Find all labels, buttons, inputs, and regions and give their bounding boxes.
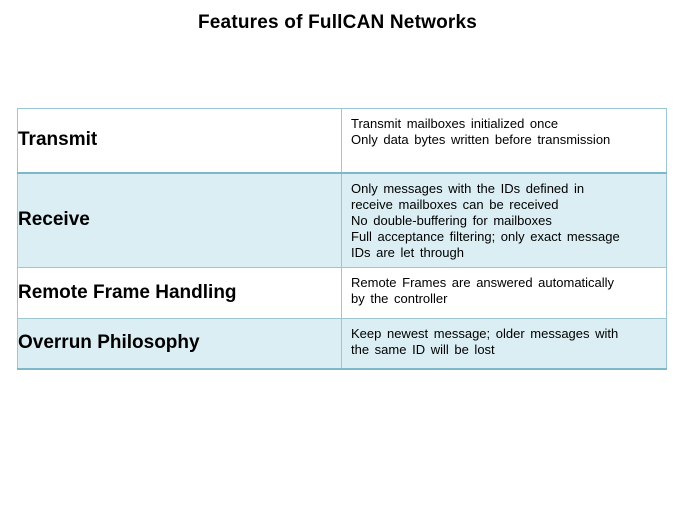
feature-description-transmit: Transmit mailboxes initialized once Only… — [341, 108, 667, 173]
table-row-remote-frame-handling: Remote Frame Handling Remote Frames are … — [17, 266, 667, 319]
description-line: receive mailboxes can be received — [351, 196, 559, 212]
feature-description-receive: Only messages with the IDs defined in re… — [341, 171, 667, 268]
feature-name-overrun-philosophy: Overrun Philosophy — [17, 317, 342, 370]
table-row-transmit: Transmit Transmit mailboxes initialized … — [17, 108, 667, 173]
description-line: Transmit mailboxes initialized once — [351, 116, 559, 131]
slide-title: Features of FullCAN Networks — [197, 12, 478, 33]
feature-description-overrun-philosophy: Keep newest message; older messages with… — [341, 317, 667, 370]
description-line: Only messages with the IDs defined in — [351, 180, 585, 196]
description-line: by the controller — [351, 290, 448, 306]
description-line: the same ID will be lost — [351, 341, 495, 357]
description-line: Full acceptance filtering; only exact me… — [351, 228, 620, 244]
description-line: Only data bytes written before transmiss… — [351, 132, 611, 147]
table-row-receive: Receive Only messages with the IDs defin… — [17, 171, 667, 268]
feature-name-receive: Receive — [17, 171, 342, 268]
feature-description-remote-frame-handling: Remote Frames are answered automatically… — [341, 266, 667, 319]
description-line: Remote Frames are answered automatically — [351, 274, 615, 290]
feature-name-transmit: Transmit — [17, 108, 342, 173]
feature-name-remote-frame-handling: Remote Frame Handling — [17, 266, 342, 319]
description-line: No double-buffering for mailboxes — [351, 212, 552, 228]
features-table: Transmit Transmit mailboxes initialized … — [17, 108, 667, 370]
description-line: Keep newest message; older messages with — [351, 325, 619, 341]
description-line: IDs are let through — [351, 244, 464, 260]
table-row-overrun-philosophy: Overrun Philosophy Keep newest message; … — [17, 317, 667, 370]
